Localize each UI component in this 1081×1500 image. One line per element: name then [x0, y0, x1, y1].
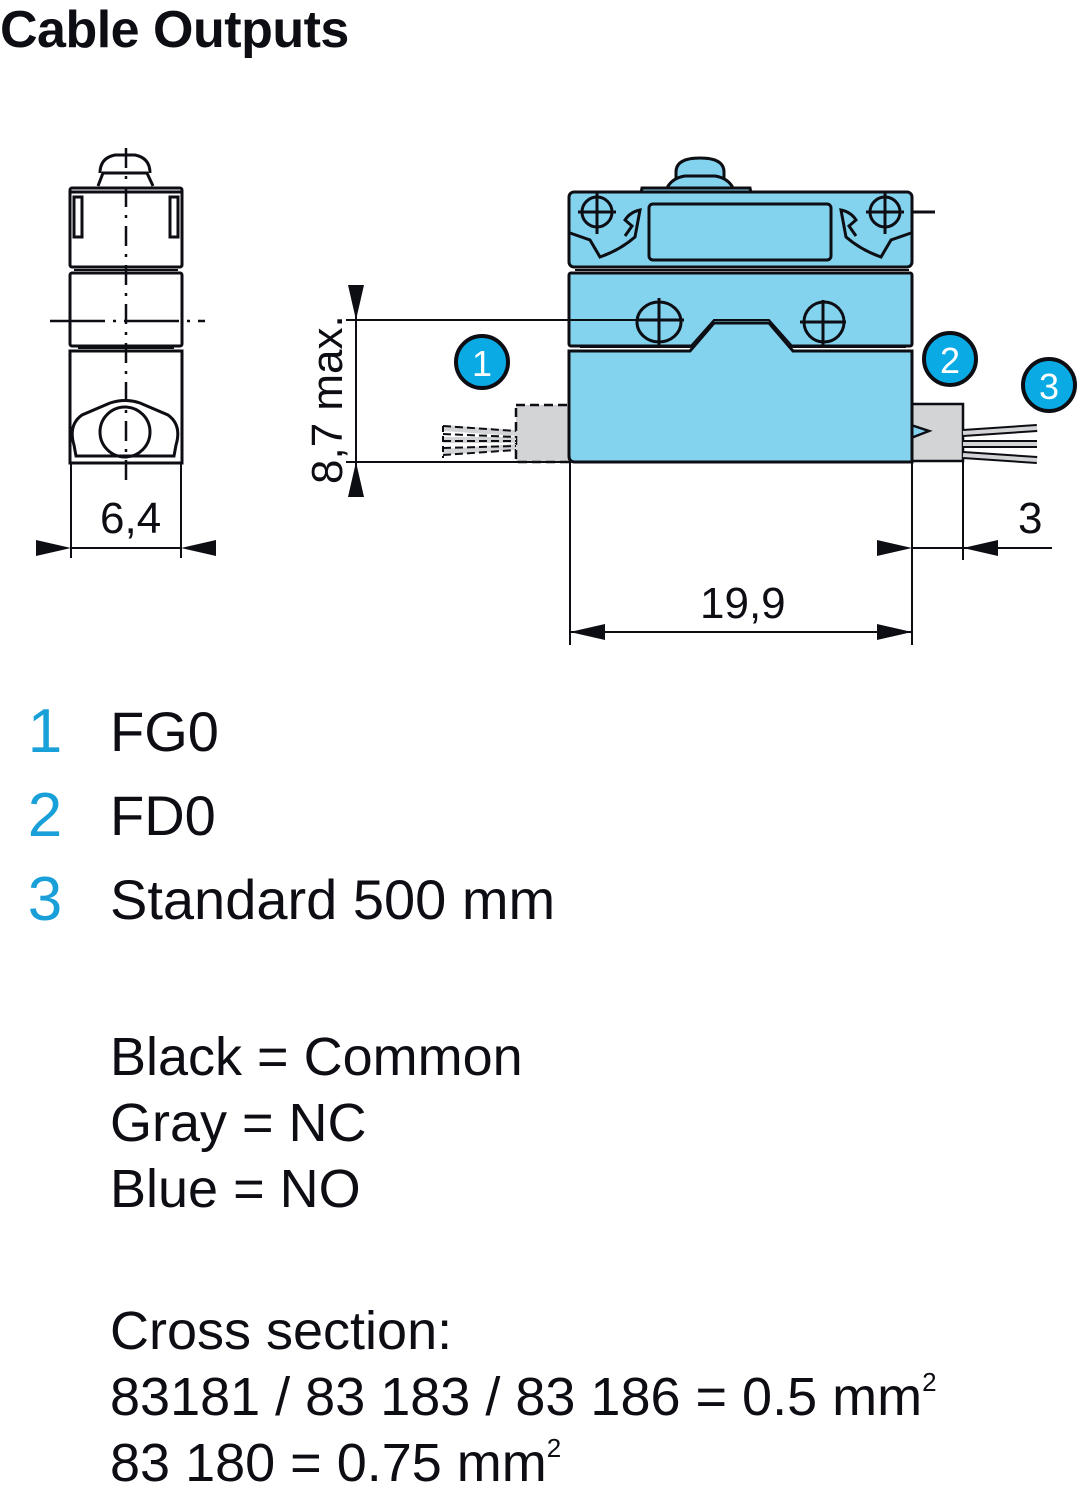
wire-color-gray: Gray = NC — [110, 1093, 367, 1153]
legend-label: Standard 500 mm — [110, 868, 556, 931]
dim-side-width: 6,4 — [100, 494, 161, 543]
side-view — [50, 148, 205, 558]
cross-section-line-2: 83 180 = 0.75 mm2 — [110, 1433, 562, 1493]
cable-fd0 — [909, 402, 1038, 464]
svg-text:1: 1 — [472, 343, 492, 384]
legend-number: 1 — [27, 697, 63, 766]
wire-color-list: Black = Common Gray = NC Blue = NO — [110, 1024, 523, 1222]
cross-section-heading: Cross section: — [110, 1301, 453, 1361]
dim-cable-offset: 3 — [1018, 494, 1042, 543]
svg-text:2: 2 — [940, 340, 960, 381]
legend-number: 3 — [27, 865, 63, 934]
page-title: Cable Outputs — [0, 1, 349, 59]
badge-1: 1 — [454, 334, 510, 390]
cross-section-info: Cross section: 83181 / 83 183 / 83 186 =… — [110, 1298, 937, 1496]
cable-fg0-dashed — [442, 403, 572, 464]
wire-color-blue: Blue = NO — [110, 1159, 361, 1219]
switch-body — [567, 156, 935, 464]
dim-height — [346, 285, 640, 497]
dim-body-length: 19,9 — [700, 579, 786, 628]
cross-section-line-1: 83181 / 83 183 / 83 186 = 0.5 mm2 — [110, 1367, 937, 1427]
legend-label: FD0 — [110, 784, 216, 847]
legend-number: 2 — [27, 781, 63, 850]
dim-height-max: 8,7 max. — [303, 315, 352, 484]
badge-3: 3 — [1021, 357, 1077, 413]
wire-color-black: Black = Common — [110, 1027, 523, 1087]
badge-2: 2 — [922, 331, 978, 387]
technical-drawing: 6,4 — [36, 148, 1077, 645]
svg-text:3: 3 — [1039, 366, 1059, 407]
legend-label: FG0 — [110, 700, 219, 763]
